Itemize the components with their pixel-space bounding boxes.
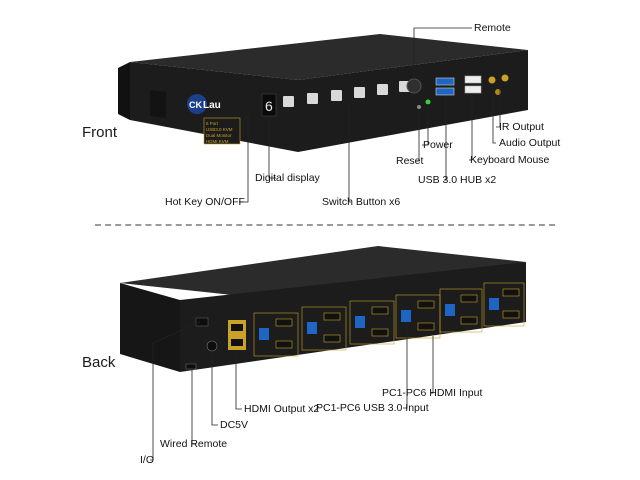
ir-output-callout: IR Output [499,121,544,133]
switch-button-4 [354,87,365,98]
svg-text:6 Port: 6 Port [206,121,219,126]
keyboard-mouse-callout: Keyboard Mouse [470,154,550,166]
remote-callout: Remote [474,22,511,34]
reset-button [417,105,421,109]
svg-text:6: 6 [265,98,273,114]
dc5v-port [206,340,218,352]
wired-remote-callout: Wired Remote [160,438,228,450]
io-callout: I/O [140,454,155,466]
power-led [425,99,431,105]
wired-remote-port [185,363,197,370]
hdmi-output-2 [231,339,243,346]
dc5v-callout: DC5V [220,419,249,431]
front-side-label: Front [82,124,118,141]
svg-text:CK: CK [189,100,202,110]
switch-button-callout: Switch Button x6 [322,196,401,208]
brand-logo [187,94,207,114]
switch-button-1 [283,96,294,107]
svg-text:USB3.0 KVM: USB3.0 KVM [206,127,233,132]
audio-output-callout: Audio Output [499,137,561,149]
svg-text:Dual Monitor: Dual Monitor [206,133,232,138]
pc-port-groups [253,282,525,357]
hdmi-output-1 [231,324,243,331]
hot-key-callout: Hot Key ON/OFF [165,196,245,208]
svg-text:Lau: Lau [203,100,221,111]
keyboard-port [464,75,482,84]
hdmi-input-callout: PC1-PC6 HDMI Input [382,387,483,399]
audio-jack [488,76,496,84]
power-callout: Power [423,139,453,151]
front-usb-port-2 [435,87,455,96]
switch-button-2 [307,93,318,104]
switch-button-3 [331,90,342,101]
svg-text:HDMI KVM: HDMI KVM [206,139,229,144]
reset-callout: Reset [396,155,424,167]
section-divider [95,224,555,226]
usb-hub-callout: USB 3.0 HUB x2 [418,174,497,186]
io-switch [195,317,209,327]
switch-button-5 [377,84,388,95]
digital-display-callout: Digital display [255,172,320,184]
back-side-label: Back [82,354,116,371]
front-usb-port-1 [435,77,455,86]
mouse-port [464,85,482,94]
ir-jack [501,74,509,82]
usb-input-callout: PC1-PC6 USB 3.0 Input [316,402,429,414]
hdmi-output-callout: HDMI Output x2 [244,403,320,415]
